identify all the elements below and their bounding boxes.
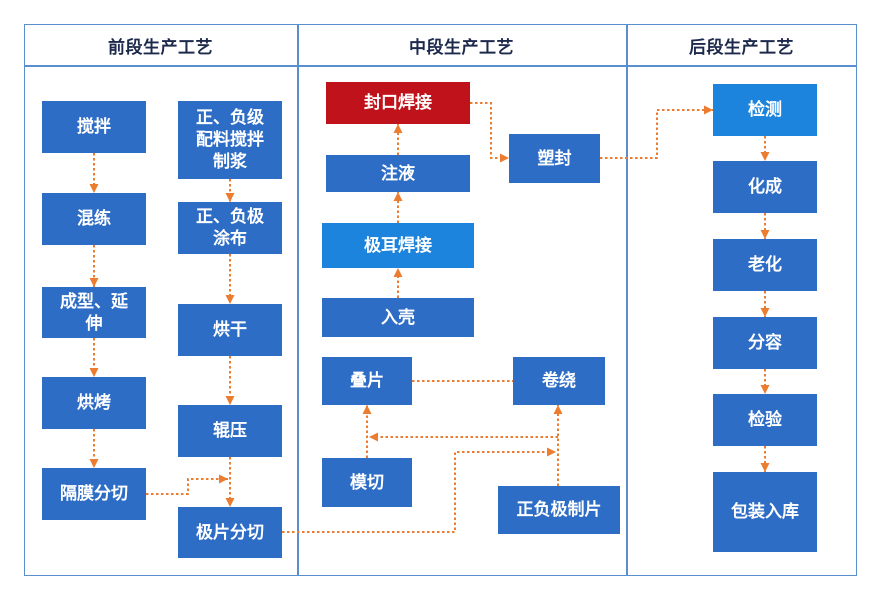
step-grading: 分容: [713, 317, 817, 369]
step-aging: 老化: [713, 239, 817, 291]
header-divider: [24, 65, 857, 67]
step-mixing: 混练: [42, 193, 146, 245]
column-title-back: 后段生产工艺: [689, 37, 794, 57]
step-electrode-slitting: 极片分切: [178, 507, 282, 558]
step-winding: 卷绕: [513, 357, 605, 405]
step-electrolyte-injection: 注液: [326, 155, 470, 192]
column-divider-middle-back: [626, 24, 628, 576]
step-inspection: 检测: [713, 84, 817, 136]
step-slurry-preparation: 正、负级配料搅拌制浆: [178, 101, 282, 179]
step-formation: 化成: [713, 161, 817, 213]
column-divider-front-middle: [297, 24, 299, 576]
column-title-middle: 中段生产工艺: [409, 37, 514, 57]
step-drying: 烘干: [178, 304, 282, 356]
step-electrode-making: 正负极制片: [498, 486, 620, 534]
step-forming-stretching: 成型、延伸: [42, 287, 146, 338]
step-casing: 入壳: [322, 298, 474, 337]
step-die-cutting: 模切: [322, 458, 412, 507]
step-rolling: 辊压: [178, 405, 282, 457]
step-final-check: 检验: [713, 394, 817, 446]
diagram-frame: [24, 24, 857, 576]
step-packing-storage: 包装入库: [713, 472, 817, 552]
step-plastic-sealing: 塑封: [509, 134, 600, 183]
step-baking: 烘烤: [42, 377, 146, 429]
step-stirring: 搅拌: [42, 101, 146, 153]
step-separator-slitting: 隔膜分切: [42, 468, 146, 520]
step-tab-welding: 极耳焊接: [322, 223, 474, 268]
step-stacking: 叠片: [322, 357, 412, 405]
column-title-front: 前段生产工艺: [108, 37, 213, 57]
step-seal-welding: 封口焊接: [326, 82, 470, 124]
step-electrode-coating: 正、负极涂布: [178, 202, 282, 254]
